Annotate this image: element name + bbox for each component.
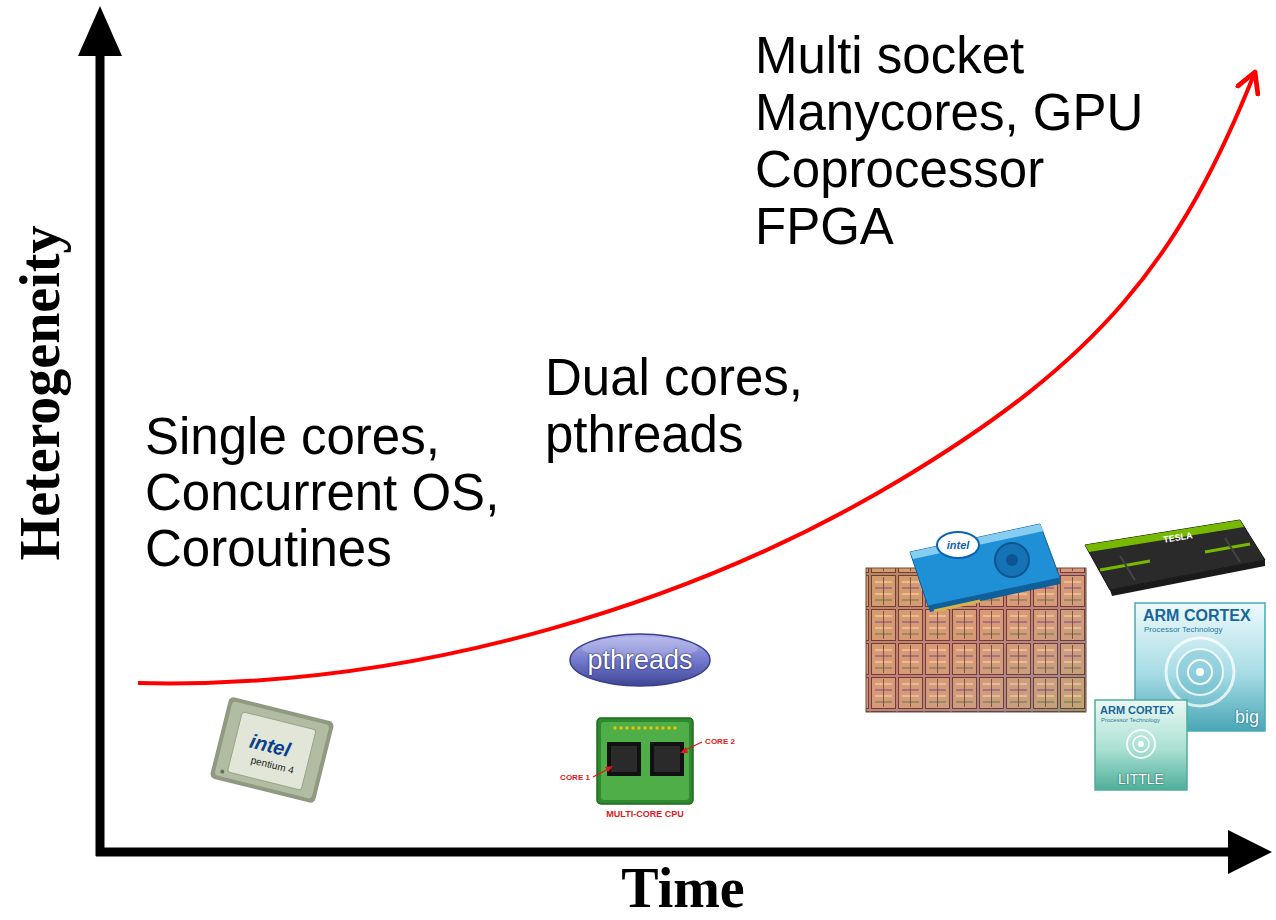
multicore-cpu-part [613,726,616,729]
growth-curve [138,72,1255,683]
multicore-cpu-part [673,726,676,729]
pthreads-ellipse: pthreads [570,634,710,686]
multicore-cpu-part [667,726,670,729]
gpu-card [1085,520,1265,596]
coprocessor-card-part [928,578,1060,612]
multicore-cpu-part [605,766,613,772]
pthreads-logo [570,634,710,686]
multicore-cpu [593,718,702,804]
multicore-cpu-part [611,746,637,772]
node-text: Processor Technology [1101,717,1160,723]
era-label: Dual cores, pthreads [545,349,830,463]
coprocessor-card-part [1006,554,1018,566]
node-text: CORE 1 [560,774,590,782]
node-text: intel [947,540,970,551]
multicore-cpu-part [625,726,628,729]
multicore-cpu-part [619,726,622,729]
node-text: ARM CORTEX [1100,705,1174,716]
arm-little-box: ARM CORTEXProcessor TechnologyLITTLE [1095,700,1187,790]
arm-big-logo-part [1188,660,1212,684]
node-text: ARM CORTEX [1143,608,1251,624]
arm-little-logo-part [1095,700,1187,790]
multicore-cpu-part [643,726,646,729]
gpu-card-part [1120,556,1135,580]
axes-part [78,6,122,56]
multicore-cpu-part [637,726,640,729]
node-text: LITTLE [1118,772,1164,786]
multicore-cpu-part [631,726,634,729]
multicore-cpu-part [655,726,658,729]
multicore-cpu-part [597,718,693,804]
pentium-chip-part [214,701,329,799]
arm-little-logo-part [1127,730,1155,758]
pentium-chip-part [227,712,316,791]
era-label: Single cores, Concurrent OS, Coroutines [145,409,517,577]
multicore-cpu-part [661,726,664,729]
multicore-cpu-part [649,726,652,729]
node-text: Processor Technology [1144,626,1223,634]
node-text: pthreads [587,647,692,674]
axis-title: Heterogeneity [12,226,68,561]
gpu-card-part [1225,538,1240,562]
axes-part [96,50,105,856]
pentium-chip-part [209,696,334,804]
gpu-card-part [1085,520,1244,552]
axes [78,6,1272,874]
coprocessor-card-part [995,543,1029,577]
arm-little-logo-part [1138,741,1144,747]
axes-part [1228,830,1272,874]
pentium-chip [209,696,334,804]
arm-big-logo-part [1196,668,1204,676]
multicore-cpu-part [601,722,689,800]
arm-little-logo [1095,700,1187,790]
multicore-cpu-part [650,742,684,776]
pthreads-logo-part [570,634,710,686]
multicore-cpu-part [680,747,688,753]
node-text: MULTI-CORE CPU [606,810,683,819]
multicore-cpu-part [613,726,676,729]
arm-big-logo-part [1166,638,1234,706]
era-label: Multi socket Manycores, GPU Coprocessor … [755,27,1160,255]
gpu-card-part [1205,544,1250,552]
pentium-chip-part [220,769,225,774]
axes-part [96,848,1234,857]
arm-little-logo-part [1133,736,1149,752]
multicore-cpu-part [654,746,680,772]
node-text: big [1235,708,1259,726]
node-text: TESLA [1163,531,1194,545]
node-text: CORE 2 [705,738,735,746]
multicore-cpu-label: CORE 1 CORE 2 MULTI-CORE CPU [555,712,737,822]
coprocessor-card [910,524,1060,612]
axis-title: Time [621,860,744,916]
coprocessor-card-part [910,524,1060,606]
coprocessor-logo: intel [938,532,978,558]
arm-big-logo-part [1177,649,1223,695]
coprocessor-card-part [937,532,979,558]
multicore-cpu-part [607,742,641,776]
coprocessor-card-part [934,601,980,611]
